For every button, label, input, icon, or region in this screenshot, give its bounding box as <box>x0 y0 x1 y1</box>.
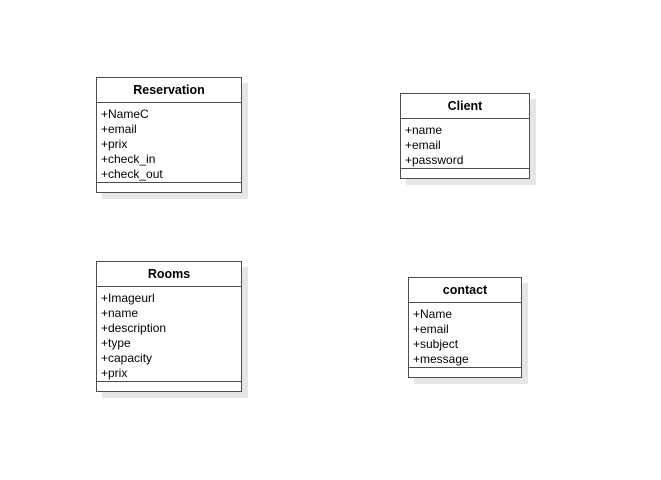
class-client-attributes: +name +email +password <box>401 119 529 169</box>
class-reservation-attributes: +NameC +email +prix +check_in +check_out <box>97 103 241 183</box>
attribute: +check_in <box>101 152 156 166</box>
attribute: +subject <box>413 337 459 351</box>
attribute: +email <box>101 122 137 136</box>
class-reservation-methods <box>97 183 241 192</box>
attribute: +password <box>405 153 464 167</box>
attribute: +prix <box>101 137 128 151</box>
class-contact-name: contact <box>409 278 521 303</box>
class-rooms-name: Rooms <box>97 262 241 287</box>
attribute: +prix <box>101 366 128 380</box>
attribute: +description <box>101 321 167 335</box>
attribute: +name <box>101 306 139 320</box>
attribute: +type <box>101 336 131 350</box>
attribute: +email <box>405 138 441 152</box>
class-rooms[interactable]: Rooms +Imageurl +name +description +type… <box>96 261 242 392</box>
class-client[interactable]: Client +name +email +password <box>400 93 530 179</box>
attribute: +email <box>413 322 449 336</box>
class-contact-attributes: +Name +email +subject +message <box>409 303 521 368</box>
class-rooms-methods <box>97 382 241 391</box>
attribute: +Name <box>413 307 453 321</box>
attribute: +Imageurl <box>101 291 155 305</box>
attribute: +message <box>413 352 469 366</box>
attribute: +capacity <box>101 351 153 365</box>
class-client-methods <box>401 169 529 178</box>
class-reservation[interactable]: Reservation +NameC +email +prix +check_i… <box>96 77 242 193</box>
class-reservation-name: Reservation <box>97 78 241 103</box>
class-contact[interactable]: contact +Name +email +subject +message <box>408 277 522 378</box>
attribute: +check_out <box>101 167 163 181</box>
attribute: +name <box>405 123 443 137</box>
class-client-name: Client <box>401 94 529 119</box>
attribute: +NameC <box>101 107 149 121</box>
class-contact-methods <box>409 368 521 377</box>
class-rooms-attributes: +Imageurl +name +description +type +capa… <box>97 287 241 382</box>
